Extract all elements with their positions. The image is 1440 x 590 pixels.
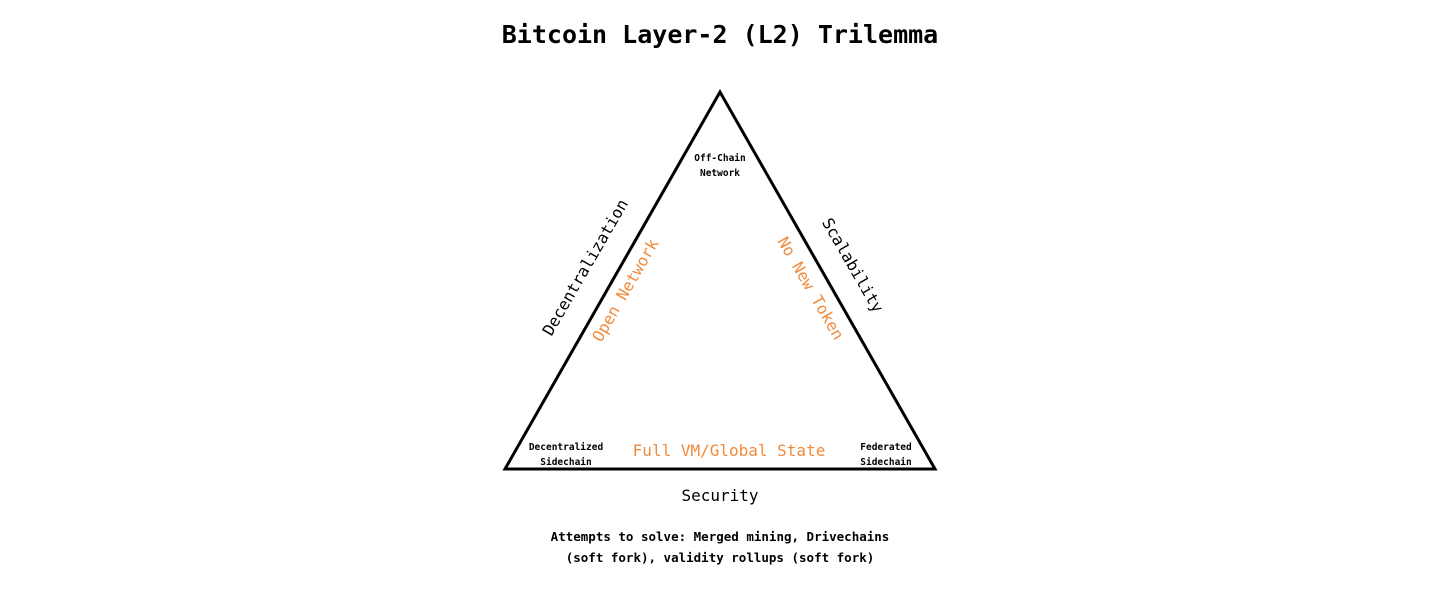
axis-label-security: Security [681,486,758,505]
corner-label-line: Decentralized [529,442,604,453]
corner-label-line: Off-Chain [694,153,745,164]
corner-label-line: Sidechain [860,457,911,468]
corner-label-decentralized-sidechain: Decentralized Sidechain [529,442,604,468]
footnote-line: (soft fork), validity rollups (soft fork… [566,550,875,565]
footnote: Attempts to solve: Merged mining, Drivec… [551,529,890,565]
corner-label-line: Federated [860,442,912,453]
tradeoff-label-full-vm: Full VM/Global State [633,441,826,460]
page-title: Bitcoin Layer-2 (L2) Trilemma [502,20,939,49]
corner-label-line: Sidechain [540,457,591,468]
corner-label-line: Network [700,168,740,179]
corner-label-federated-sidechain: Federated Sidechain [860,442,912,468]
footnote-line: Attempts to solve: Merged mining, Drivec… [551,529,890,544]
corner-label-off-chain-network: Off-Chain Network [694,153,745,179]
trilemma-triangle [502,88,938,471]
